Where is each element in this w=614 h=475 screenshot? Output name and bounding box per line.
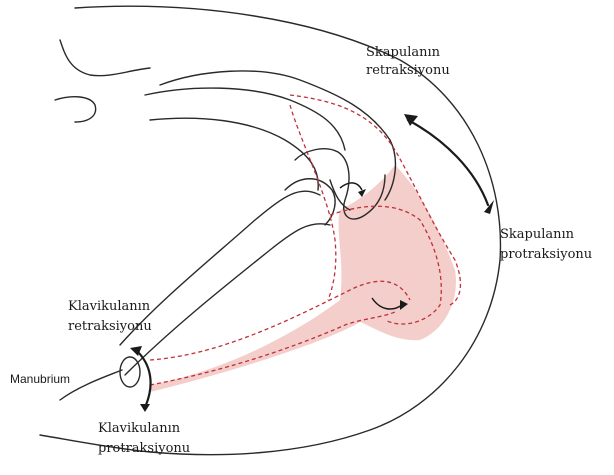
label-scapula-protraction-line2: protraksiyonu: [500, 246, 592, 264]
scapula-arrowhead-bottom: [484, 200, 494, 214]
shaded-scapula-region: [150, 165, 456, 392]
label-clavicle-retraction-line1: Klavikulanın: [68, 298, 150, 316]
label-scapula-retraction-line1: Skapulanın: [366, 44, 440, 62]
dashed-scapula-inner: [290, 105, 336, 300]
label-scapula-retraction-line2: retraksiyonu: [366, 62, 450, 80]
clavicle-arrowhead-bottom: [140, 404, 150, 412]
sternoclavicular-joint: [120, 357, 140, 387]
acromion-lower: [150, 118, 318, 190]
clavicle-lower-edge: [125, 224, 330, 375]
scapula-curved-arrow: [408, 120, 488, 205]
clavicle-lateral-end: [285, 179, 335, 225]
label-scapula-protraction-line1: Skapulanın: [500, 226, 574, 244]
label-manubrium: Manubrium: [10, 372, 70, 386]
label-clavicle-protraction-line1: Klavikulanın: [98, 420, 180, 438]
cervical-shape-upper: [60, 40, 150, 76]
label-clavicle-protraction-line2: protraksiyonu: [98, 440, 190, 458]
clavicle-curved-arrow: [136, 350, 151, 405]
cervical-shape-lower: [55, 97, 96, 122]
label-clavicle-retraction-line2: retraksiyonu: [68, 318, 152, 336]
glenoid-small-arrow: [340, 183, 362, 190]
